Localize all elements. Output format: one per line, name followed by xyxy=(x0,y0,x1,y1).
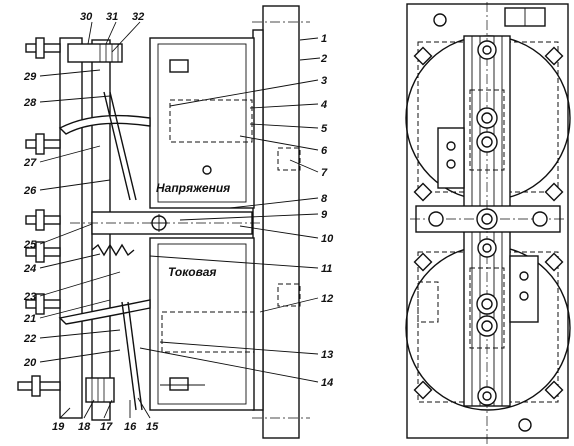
callout-32: 32 xyxy=(132,11,144,23)
fixing-screws xyxy=(413,46,564,400)
callout-11: 11 xyxy=(321,263,332,275)
adjusting-screw xyxy=(67,43,123,63)
callout-15: 15 xyxy=(146,421,159,433)
callout-24: 24 xyxy=(23,263,36,275)
front-view xyxy=(405,2,571,444)
leader-lines xyxy=(39,21,321,419)
callout-16: 16 xyxy=(124,421,137,433)
voltage-coil-caption: Напряжения xyxy=(156,181,230,195)
callout-26: 26 xyxy=(23,185,37,197)
current-coil-core xyxy=(161,311,255,353)
callout-10: 10 xyxy=(321,233,334,245)
callout-21: 21 xyxy=(23,313,36,325)
callout-19: 19 xyxy=(52,421,65,433)
upper-contact-bracket xyxy=(58,114,151,135)
voltage-coil-housing xyxy=(149,37,255,209)
callout-17: 17 xyxy=(100,421,113,433)
lower-lever xyxy=(121,301,137,411)
callout-2: 2 xyxy=(320,53,327,65)
side-view: Напряжения Токовая xyxy=(17,5,334,439)
callout-20: 20 xyxy=(23,357,37,369)
lower-contact-bracket xyxy=(58,299,151,325)
callout-6: 6 xyxy=(321,145,328,157)
callout-25: 25 xyxy=(23,239,37,251)
callout-3: 3 xyxy=(321,75,327,87)
callout-30: 30 xyxy=(80,11,93,23)
terminal-panel xyxy=(59,37,83,419)
callout-8: 8 xyxy=(321,193,328,205)
terminal-studs xyxy=(17,37,61,397)
callout-23: 23 xyxy=(23,291,36,303)
callout-4: 4 xyxy=(320,99,327,111)
callout-27: 27 xyxy=(23,157,37,169)
callout-14: 14 xyxy=(321,377,333,389)
callout-28: 28 xyxy=(23,97,37,109)
callout-7: 7 xyxy=(321,167,328,179)
base-angle xyxy=(252,29,264,411)
callout-31: 31 xyxy=(106,11,118,23)
callout-18: 18 xyxy=(78,421,91,433)
callout-1: 1 xyxy=(321,33,327,45)
callout-12: 12 xyxy=(321,293,333,305)
spring xyxy=(91,243,135,257)
callout-29: 29 xyxy=(23,71,37,83)
callout-5: 5 xyxy=(321,123,328,135)
callout-13: 13 xyxy=(321,349,333,361)
voltage-coil-core xyxy=(169,99,253,143)
callout-9: 9 xyxy=(321,209,328,221)
mounting-plate xyxy=(262,5,300,439)
current-coil-caption: Токовая xyxy=(168,265,216,279)
armature-lever xyxy=(103,91,131,201)
current-coil-housing xyxy=(149,237,255,411)
carrier-screws xyxy=(428,40,548,406)
pressure-screw xyxy=(85,377,115,403)
callout-22: 22 xyxy=(23,333,36,345)
